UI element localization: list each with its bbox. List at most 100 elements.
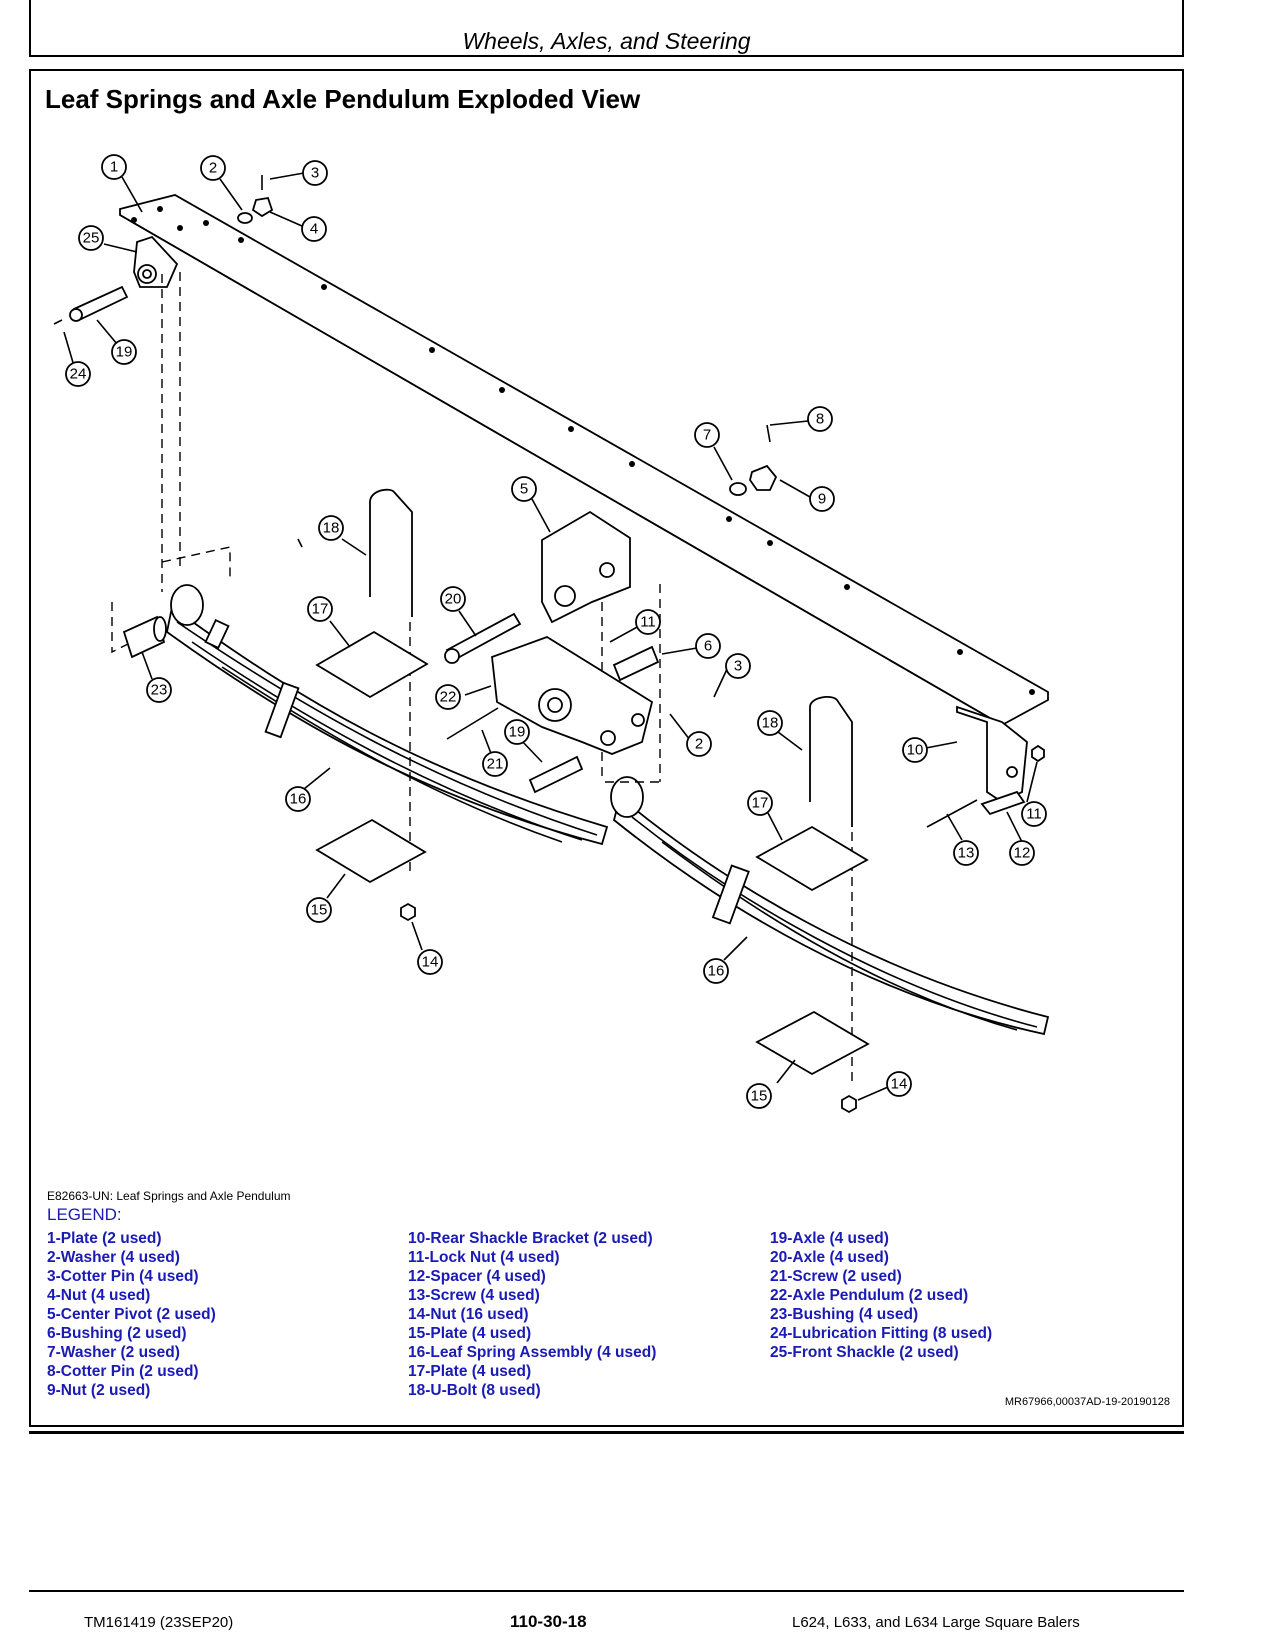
front-shackle [133, 235, 179, 288]
u-bolt-left [369, 488, 413, 872]
callout-21: 21 [482, 751, 508, 777]
callout-1: 1 [101, 154, 127, 180]
svg-text:6: 6 [704, 638, 712, 655]
legend-item: 16-Leaf Spring Assembly (4 used) [408, 1344, 657, 1361]
legend-item: 3-Cotter Pin (4 used) [47, 1268, 199, 1285]
section-title: Wheels, Axles, and Steering [462, 28, 751, 54]
plate-lower-right [755, 1010, 870, 1076]
center-pivot [541, 510, 631, 624]
leader-lines [63, 172, 1038, 1101]
page-header: Wheels, Axles, and Steering [29, 0, 1184, 57]
legend-item: 13-Screw (4 used) [408, 1287, 540, 1304]
callout-3: 3 [302, 160, 328, 186]
plate-lower-left [315, 818, 427, 884]
axle-pendulum [491, 636, 654, 755]
legend-item: 7-Washer (2 used) [47, 1344, 180, 1361]
svg-text:18: 18 [323, 520, 340, 537]
callout-10: 10 [902, 737, 928, 763]
plate-upper-right [755, 825, 869, 892]
legend-title: LEGEND: [47, 1205, 122, 1224]
spacer-12 [980, 790, 1026, 816]
svg-text:13: 13 [958, 845, 975, 862]
callout-6: 6 [695, 633, 721, 659]
footer-product: L624, L633, and L634 Large Square Balers [792, 1614, 1080, 1631]
svg-text:10: 10 [907, 742, 924, 759]
legend-item: 5-Center Pivot (2 used) [47, 1306, 216, 1323]
svg-text:17: 17 [752, 795, 769, 812]
svg-text:2: 2 [209, 160, 217, 177]
legend-column-3: 19-Axle (4 used) 20-Axle (4 used) 21-Scr… [770, 1229, 992, 1362]
plate-beam [119, 194, 1049, 727]
axle-top-left [53, 285, 129, 325]
callout-23: 23 [146, 677, 172, 703]
callout-12: 12 [1009, 840, 1035, 866]
callout-16-left: 16 [285, 786, 311, 812]
callout-13: 13 [953, 840, 979, 866]
legend-column-1: 1-Plate (2 used) 2-Washer (4 used) 3-Cot… [47, 1229, 216, 1400]
footer-rule [29, 1590, 1184, 1592]
svg-text:14: 14 [422, 954, 439, 971]
callout-17-right: 17 [747, 790, 773, 816]
svg-text:12: 12 [1014, 845, 1031, 862]
legend-item: 12-Spacer (4 used) [408, 1268, 546, 1285]
legend-item: 8-Cotter Pin (2 used) [47, 1363, 199, 1380]
legend-item: 20-Axle (4 used) [770, 1249, 889, 1266]
callout-18-left: 18 [318, 515, 344, 541]
legend-item: 10-Rear Shackle Bracket (2 used) [408, 1230, 653, 1247]
legend-item: 14-Nut (16 used) [408, 1306, 529, 1323]
legend-item: 23-Bushing (4 used) [770, 1306, 919, 1323]
callout-20: 20 [440, 586, 466, 612]
footer-page-number: 110-30-18 [510, 1612, 587, 1631]
svg-text:20: 20 [445, 591, 462, 608]
nut-lower-left [400, 902, 416, 922]
legend-item: 4-Nut (4 used) [47, 1287, 151, 1304]
legend-item: 11-Lock Nut (4 used) [408, 1249, 560, 1266]
bushing [122, 615, 167, 659]
callout-22: 22 [435, 684, 461, 710]
axle-lower-middle [528, 755, 584, 794]
callout-9: 9 [809, 486, 835, 512]
callout-2-middle: 2 [686, 731, 712, 757]
svg-text:15: 15 [751, 1088, 768, 1105]
content-bottom-rule [29, 1431, 1184, 1434]
callout-16-right: 16 [703, 958, 729, 984]
rear-shackle-bracket [956, 705, 1028, 804]
callout-2: 2 [200, 155, 226, 181]
u-bolt-right [809, 696, 853, 827]
svg-text:11: 11 [640, 614, 656, 631]
leaf-spring-right [610, 776, 1050, 1036]
svg-text:22: 22 [440, 689, 457, 706]
svg-text:3: 3 [734, 658, 742, 675]
leaf-spring-left [166, 584, 609, 846]
callout-11-right: 11 [1021, 801, 1047, 827]
callout-14-right: 14 [886, 1071, 912, 1097]
footer-doc-id: TM161419 (23SEP20) [84, 1614, 234, 1631]
svg-text:2: 2 [695, 736, 703, 753]
svg-text:24: 24 [70, 366, 87, 383]
legend-item: 17-Plate (4 used) [408, 1363, 532, 1380]
svg-text:21: 21 [487, 756, 504, 773]
svg-text:8: 8 [816, 411, 824, 428]
svg-text:3: 3 [311, 165, 319, 182]
callout-19-middle: 19 [504, 719, 530, 745]
callout-15-right: 15 [746, 1083, 772, 1109]
figure-caption: E82663-UN: Leaf Springs and Axle Pendulu… [47, 1189, 291, 1203]
nut-lower-right [841, 1094, 857, 1114]
legend-item: 15-Plate (4 used) [408, 1325, 532, 1342]
page-title: Leaf Springs and Axle Pendulum Exploded … [45, 84, 641, 114]
reference-code: MR67966,00037AD-19-20190128 [1004, 1396, 1170, 1408]
callout-25: 25 [78, 225, 104, 251]
lock-nut-11 [1031, 744, 1045, 763]
figure-panel: Leaf Springs and Axle Pendulum Exploded … [29, 69, 1184, 1427]
callout-17-left: 17 [307, 596, 333, 622]
callout-3-middle: 3 [725, 653, 751, 679]
svg-text:16: 16 [708, 963, 725, 980]
legend-item: 9-Nut (2 used) [47, 1382, 151, 1399]
exploded-view-diagram: 1 2 3 4 25 19 24 7 8 9 5 18 17 20 11 6 3… [53, 154, 1050, 1114]
legend-item: 1-Plate (2 used) [47, 1230, 162, 1247]
legend-item: 2-Washer (4 used) [47, 1249, 180, 1266]
svg-text:18: 18 [762, 715, 779, 732]
svg-text:4: 4 [310, 221, 318, 238]
callout-7: 7 [694, 422, 720, 448]
plate-upper-left [315, 630, 429, 699]
